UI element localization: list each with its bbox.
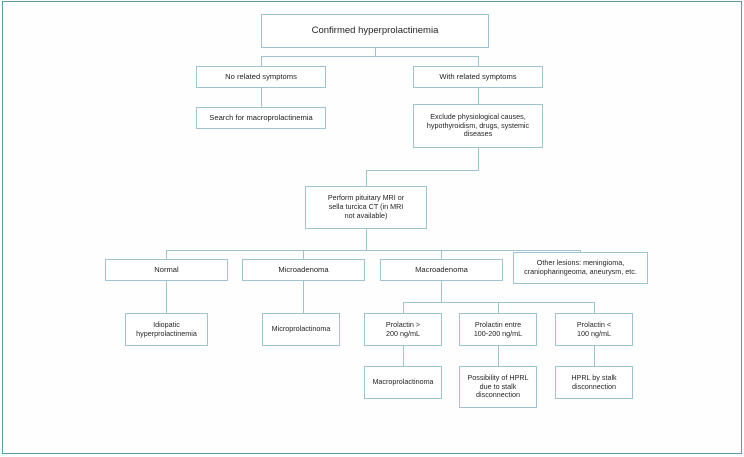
connector-elbow-to-imaging-h (366, 170, 479, 171)
node-prolactin-high: Prolactin > 200 ng/mL (364, 313, 442, 346)
node-idiopathic: Idiopatic hyperprolactinemia (125, 313, 208, 346)
connector-macroadenoma-to-bus (441, 281, 442, 302)
node-prolactin-low: Prolactin < 100 ng/mL (555, 313, 633, 346)
connector-bus-to-prolactin-mid (498, 302, 499, 313)
node-imaging: Perform pituitary MRI or sella turcica C… (305, 186, 427, 229)
connector-bus-to-macroadenoma (441, 250, 442, 259)
node-no-symptoms: No related symptoms (196, 66, 326, 88)
connector-bus-to-no-symptoms (261, 56, 262, 66)
node-other-lesions: Other lesions: meningioma, craniopharing… (513, 252, 648, 284)
node-root: Confirmed hyperprolactinemia (261, 14, 489, 48)
node-prolactin-mid: Prolactin entre 100-200 ng/mL (459, 313, 537, 346)
connector-normal-to-idiopathic (166, 281, 167, 313)
connector-prolactin-low-to-hprl-stalk (594, 346, 595, 366)
node-hprl-possible: Possibility of HPRL due to stalk disconn… (459, 366, 537, 408)
node-macroadenoma: Macroadenoma (380, 259, 503, 281)
connector-microadenoma-to-microprolactinoma (303, 281, 304, 313)
connector-root-to-bus (375, 48, 376, 56)
connector-bus-to-other (580, 250, 581, 253)
connector-bus-to-with-symptoms (478, 56, 479, 66)
connector-bus-to-prolactin-low (594, 302, 595, 313)
node-normal: Normal (105, 259, 228, 281)
node-with-symptoms: With related symptoms (413, 66, 543, 88)
connector-symptoms-bus (261, 56, 479, 57)
connector-bus-to-normal (166, 250, 167, 259)
connector-lesion-bus (166, 250, 580, 251)
connector-exclude-to-elbow (478, 148, 479, 170)
node-macroprolactinoma: Macroprolactinoma (364, 366, 442, 399)
connector-bus-to-prolactin-high (403, 302, 404, 313)
connector-with-symptoms-to-exclude (478, 88, 479, 104)
connector-imaging-to-bus (366, 229, 367, 250)
node-search-macro: Search for macroprolactinemia (196, 107, 326, 129)
connector-prolactin-high-to-macroprolactinoma (403, 346, 404, 366)
node-microprolactinoma: Microprolactinoma (262, 313, 340, 346)
node-hprl-stalk: HPRL by stalk disconnection (555, 366, 633, 399)
node-exclude-causes: Exclude physiological causes, hypothyroi… (413, 104, 543, 148)
connector-no-symptoms-to-search (261, 88, 262, 107)
node-microadenoma: Microadenoma (242, 259, 365, 281)
connector-elbow-to-imaging-v (366, 170, 367, 186)
connector-prolactin-mid-to-hprl-possible (498, 346, 499, 366)
connector-bus-to-microadenoma (303, 250, 304, 259)
